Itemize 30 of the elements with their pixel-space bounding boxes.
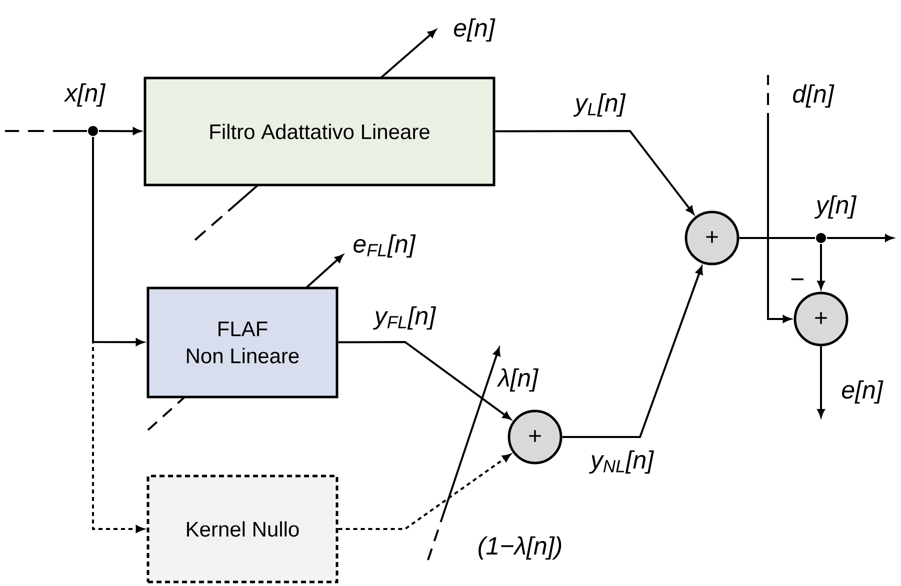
signal-label: −	[791, 278, 804, 280]
signal-label: e$_{FL}$[n]	[354, 234, 416, 258]
signal-label: d[n]	[793, 84, 834, 108]
signal-label: λ[n]	[496, 368, 539, 392]
filter-box: Filtro Adattativo Lineare	[144, 76, 496, 186]
signal-label: e[n]	[842, 380, 884, 404]
arrow	[562, 266, 703, 438]
summing-junction: +	[508, 410, 562, 464]
signal-label: x[n]	[64, 83, 106, 107]
arrow	[495, 130, 694, 214]
arrow	[338, 341, 511, 420]
signal-label: y$_{FL}$[n]	[372, 306, 436, 330]
arrow	[338, 454, 511, 530]
summing-junction: +	[684, 210, 740, 266]
filter-box: Kernel Nullo	[146, 474, 338, 584]
signal-label: e[n]	[454, 18, 496, 42]
arrow	[92, 137, 144, 533]
arrow	[767, 75, 791, 323]
filter-box: FLAF Non Lineare	[146, 286, 338, 398]
arrow	[817, 244, 825, 289]
signal-label: y[n]	[814, 195, 857, 219]
junction-dot	[816, 233, 826, 243]
arrow	[817, 346, 825, 418]
junction-dot	[88, 126, 98, 136]
signal-label: (1−λ[n])	[478, 536, 562, 560]
arrow	[99, 127, 141, 135]
arrow	[827, 234, 894, 242]
signal-label: y$_{L}$[n]	[573, 93, 626, 117]
signal-label: y$_{NL}$[n]	[589, 450, 654, 474]
summing-junction: +	[794, 292, 848, 346]
